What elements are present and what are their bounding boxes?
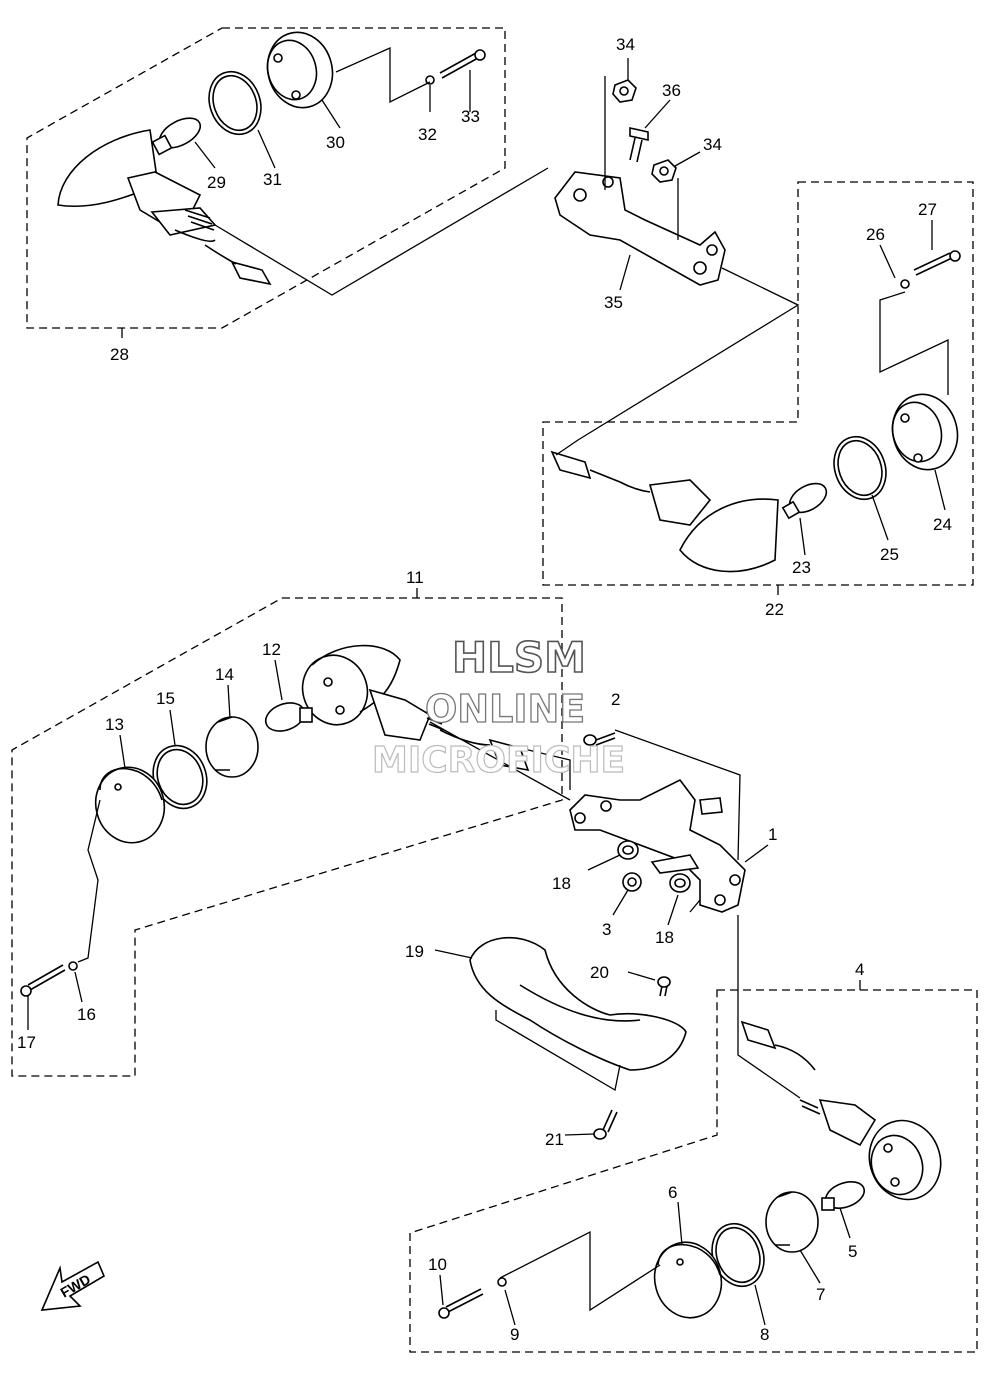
callout-2: 2 bbox=[611, 690, 620, 709]
reflector-7 bbox=[765, 1191, 819, 1253]
washer-32 bbox=[425, 75, 435, 85]
screw-20 bbox=[657, 976, 671, 997]
bracket-35 bbox=[554, 171, 726, 286]
callout-32: 32 bbox=[418, 125, 437, 144]
callout-18-right: 18 bbox=[655, 928, 674, 947]
callout-8: 8 bbox=[760, 1325, 769, 1344]
callout-28: 28 bbox=[110, 345, 129, 364]
callout-labels: 1 2 3 4 5 6 7 8 9 10 11 12 14 15 13 16 1… bbox=[17, 35, 952, 1344]
callout-35: 35 bbox=[604, 293, 623, 312]
gasket-ring-31-inner bbox=[212, 74, 258, 132]
bulb-29 bbox=[151, 117, 202, 156]
callout-15: 15 bbox=[156, 689, 175, 708]
bulb-23 bbox=[781, 482, 828, 520]
gasket-ring-25-inner bbox=[837, 439, 883, 497]
gasket-ring-8-inner bbox=[715, 1226, 761, 1284]
assembly-outline-11 bbox=[11, 597, 563, 1077]
callout-29: 29 bbox=[207, 173, 226, 192]
gasket-ring-15-inner bbox=[156, 748, 204, 806]
nut-34-right bbox=[651, 159, 677, 183]
callout-11: 11 bbox=[406, 568, 424, 587]
callout-10: 10 bbox=[428, 1255, 447, 1274]
assembly-outline-4 bbox=[409, 989, 978, 1353]
grommet-18-left bbox=[617, 840, 639, 860]
assembly-outline-28 bbox=[26, 27, 506, 329]
turn-signal-lens-right bbox=[550, 450, 779, 573]
washer-16 bbox=[68, 961, 78, 971]
cover-19 bbox=[469, 936, 687, 1071]
callout-7: 7 bbox=[816, 1285, 825, 1304]
callout-34-top: 34 bbox=[616, 35, 635, 54]
callout-3: 3 bbox=[602, 920, 611, 939]
screw-2 bbox=[583, 732, 616, 746]
bulb-5 bbox=[821, 1181, 866, 1211]
callout-9: 9 bbox=[510, 1325, 519, 1344]
callout-25: 25 bbox=[880, 545, 899, 564]
reflector-14 bbox=[205, 716, 259, 778]
washer-26 bbox=[900, 279, 910, 289]
bolt-36 bbox=[629, 127, 649, 163]
callout-21: 21 bbox=[545, 1130, 564, 1149]
callout-31: 31 bbox=[263, 170, 282, 189]
screw-21 bbox=[593, 1109, 618, 1140]
rim-24 bbox=[891, 393, 959, 471]
callout-18-left: 18 bbox=[552, 874, 571, 893]
watermark-line1: HLSM bbox=[452, 633, 586, 682]
screw-17 bbox=[20, 964, 66, 997]
callout-13b: 13 bbox=[105, 715, 124, 734]
watermark: HLSM ONLINE MICROFICHE bbox=[371, 632, 625, 781]
turn-signal-lens-bottom-right bbox=[740, 1020, 942, 1201]
callout-4: 4 bbox=[855, 960, 864, 979]
fwd-arrow-icon: FWD bbox=[40, 1260, 106, 1311]
callout-17: 17 bbox=[17, 1033, 36, 1052]
callout-19: 19 bbox=[405, 942, 424, 961]
assembly-outline-22 bbox=[542, 181, 974, 586]
screw-10 bbox=[438, 1288, 484, 1319]
callout-5: 5 bbox=[848, 1242, 857, 1261]
callout-20: 20 bbox=[590, 963, 609, 982]
gasket-ring-31 bbox=[208, 70, 262, 136]
callout-12: 12 bbox=[262, 640, 281, 659]
lens-cover-6 bbox=[653, 1241, 723, 1319]
leader-lines bbox=[27, 46, 949, 1326]
washer-9 bbox=[497, 1277, 507, 1287]
lens-cover-13 bbox=[94, 766, 166, 844]
grommet-18-right bbox=[669, 873, 691, 893]
plate-small bbox=[650, 854, 700, 874]
gasket-ring-25 bbox=[833, 435, 887, 501]
bracket-1 bbox=[569, 778, 746, 913]
turn-signal-lens-top-left bbox=[57, 129, 272, 286]
watermark-line2: ONLINE bbox=[425, 687, 585, 731]
screw-33 bbox=[439, 49, 486, 79]
watermark-line3: MICROFICHE bbox=[372, 740, 625, 781]
callout-1: 1 bbox=[768, 825, 777, 844]
screw-27 bbox=[913, 250, 961, 276]
callout-27: 27 bbox=[918, 200, 937, 219]
callout-6: 6 bbox=[668, 1183, 677, 1202]
callout-22: 22 bbox=[765, 600, 784, 619]
rim-30 bbox=[266, 31, 334, 109]
callout-34-right: 34 bbox=[703, 135, 722, 154]
turn-signal-lens-mid-left bbox=[301, 644, 530, 772]
collar-3 bbox=[622, 872, 642, 892]
callout-13: 14 bbox=[215, 665, 234, 684]
callout-24: 24 bbox=[933, 515, 952, 534]
nut-34-top bbox=[612, 79, 637, 103]
callout-30: 30 bbox=[326, 133, 345, 152]
callout-16: 16 bbox=[77, 1005, 96, 1024]
bulb-12 bbox=[264, 702, 313, 732]
callout-36: 36 bbox=[662, 81, 681, 100]
callout-23: 23 bbox=[792, 558, 811, 577]
callout-33: 33 bbox=[461, 107, 480, 126]
callout-26: 26 bbox=[866, 225, 885, 244]
